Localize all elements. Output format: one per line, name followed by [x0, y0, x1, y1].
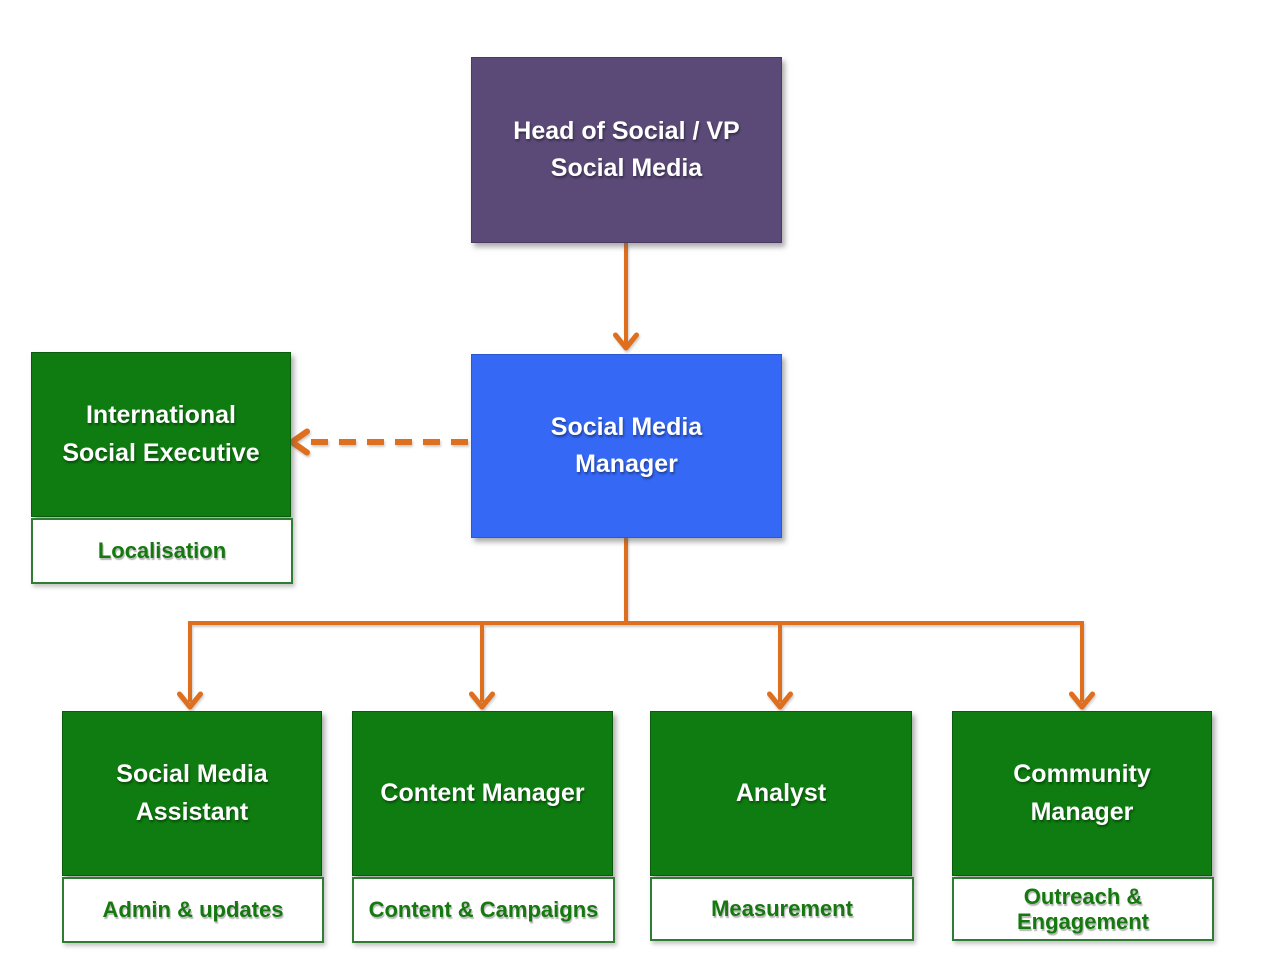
- arrowhead-to-community: [1069, 691, 1095, 710]
- node-social-media-assistant-label: Social Media Assistant: [116, 760, 268, 826]
- sublabel-localisation: Localisation: [31, 518, 293, 584]
- arrowhead-head-to-manager: [613, 332, 639, 351]
- arrowhead-to-assistant: [177, 691, 203, 710]
- sublabel-measurement: Measurement: [650, 877, 914, 941]
- node-social-media-manager-label: Social Media Manager: [550, 412, 703, 479]
- sublabel-outreach-engagement-text: Outreach & Engagement: [1016, 883, 1150, 934]
- sublabel-content-campaigns: Content & Campaigns: [352, 877, 615, 943]
- sublabel-measurement-text: Measurement: [711, 896, 853, 922]
- node-international-social-executive-label: International Social Executive: [62, 401, 260, 467]
- arrowhead-manager-to-international: [289, 428, 310, 456]
- node-international-social-executive: International Social Executive: [31, 352, 291, 517]
- arrowhead-to-analyst: [767, 691, 793, 710]
- node-head-of-social-label: Head of Social / VP Social Media: [513, 116, 740, 183]
- node-analyst: Analyst: [650, 711, 912, 876]
- node-head-of-social: Head of Social / VP Social Media: [471, 57, 782, 243]
- node-community-manager: Community Manager: [952, 711, 1212, 876]
- node-content-manager: Content Manager: [352, 711, 613, 876]
- node-content-manager-label: Content Manager: [380, 778, 585, 807]
- sublabel-localisation-text: Localisation: [97, 538, 227, 564]
- sublabel-admin-updates: Admin & updates: [62, 877, 324, 943]
- node-analyst-label: Analyst: [735, 778, 827, 807]
- sublabel-outreach-engagement: Outreach & Engagement: [952, 877, 1214, 941]
- arrowhead-to-content: [469, 691, 495, 710]
- node-community-manager-label: Community Manager: [1013, 760, 1151, 826]
- connector-reports-rail: [188, 621, 1084, 702]
- node-social-media-manager: Social Media Manager: [471, 354, 782, 538]
- sublabel-admin-updates-text: Admin & updates: [102, 897, 284, 923]
- sublabel-content-campaigns-text: Content & Campaigns: [368, 897, 599, 923]
- node-social-media-assistant: Social Media Assistant: [62, 711, 322, 876]
